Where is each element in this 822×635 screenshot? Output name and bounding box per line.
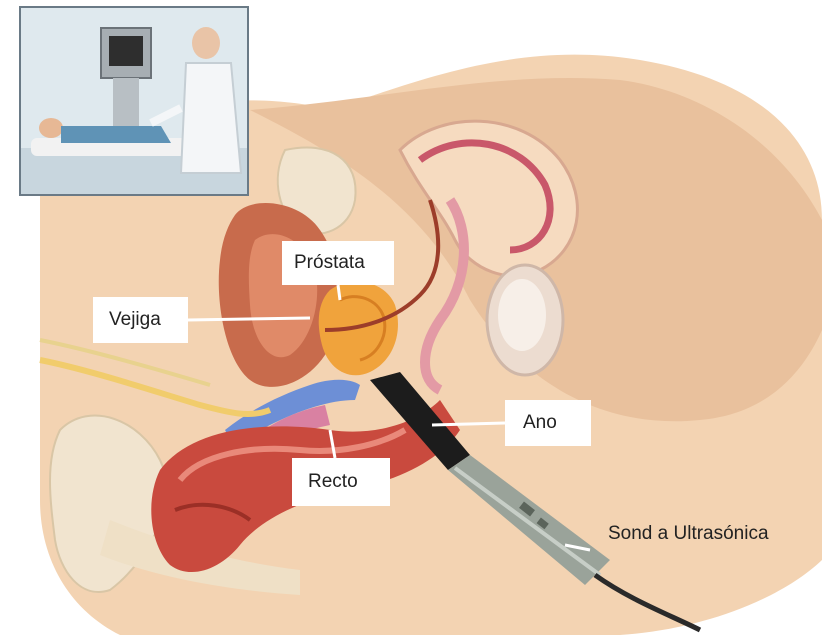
- ultrasound-exam-inset: [19, 6, 249, 196]
- label-sonda-ultrasonica: Sond a Ultrasónica: [598, 514, 820, 554]
- exam-scene: [21, 8, 247, 194]
- label-prostata: Próstata: [282, 241, 394, 285]
- label-recto: Recto: [292, 458, 390, 506]
- label-vejiga: Vejiga: [93, 297, 188, 343]
- label-ano: Ano: [505, 400, 591, 446]
